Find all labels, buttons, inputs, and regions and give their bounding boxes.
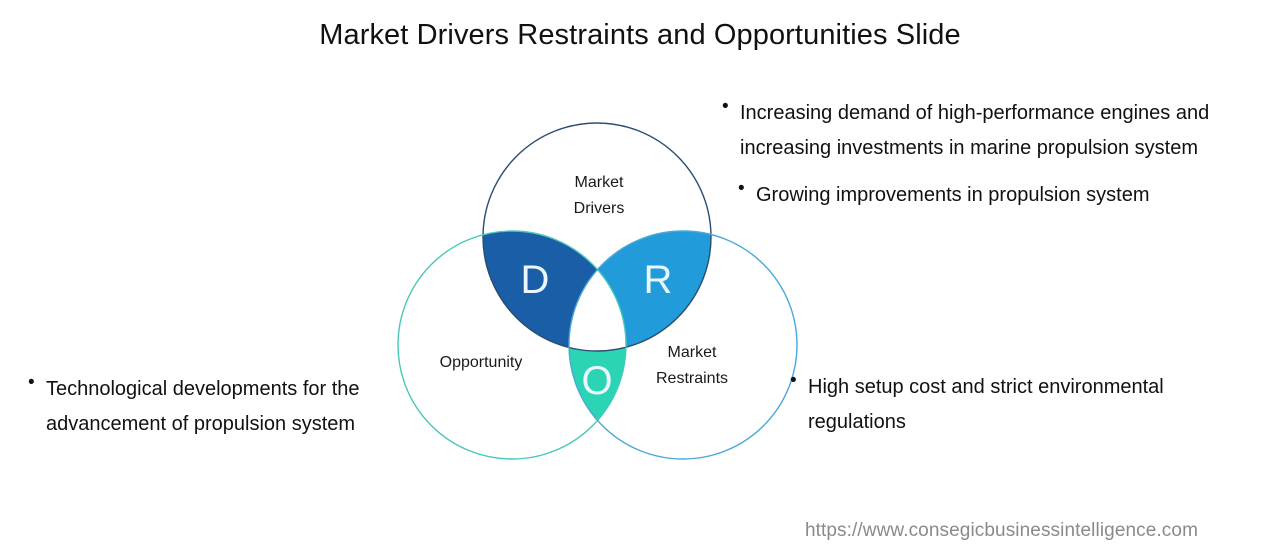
bullet-list-drivers: • Increasing demand of high-performance … (722, 96, 1252, 213)
venn-circle-market-restraints (568, 230, 798, 460)
bullet-list-opportunity: • Technological developments for the adv… (28, 372, 423, 442)
bullet-text: Growing improvements in propulsion syste… (756, 184, 1150, 206)
venn-letter-d: D (521, 258, 550, 302)
venn-letter-o: O (581, 359, 612, 403)
bullet-text: High setup cost and strict environmental… (808, 376, 1164, 433)
bullet-dot-icon: • (738, 178, 745, 199)
source-url: https://www.consegicbusinessintelligence… (804, 520, 1198, 541)
bullet-list-restraints: • High setup cost and strict environment… (790, 370, 1190, 440)
bullet-dot-icon: • (790, 370, 797, 391)
bullet-text: Technological developments for the advan… (46, 378, 360, 435)
bullet-text: Increasing demand of high-performance en… (740, 102, 1210, 159)
page-title: Market Drivers Restraints and Opportunit… (319, 19, 961, 51)
bullet-dot-icon: • (28, 372, 35, 393)
list-item: • Growing improvements in propulsion sys… (722, 178, 1252, 213)
list-item: • Technological developments for the adv… (28, 372, 423, 442)
venn-circle-market-drivers (482, 122, 712, 352)
venn-letter-r: R (644, 258, 673, 302)
venn-label-market-drivers-line2: Drivers (574, 200, 625, 217)
bullet-dot-icon: • (722, 96, 729, 117)
venn-circle-opportunity (397, 230, 627, 460)
venn-diagram: D R O Market Drivers Opportunity Market … (370, 100, 820, 480)
venn-label-market-drivers-line1: Market (575, 174, 624, 191)
list-item: • High setup cost and strict environment… (790, 370, 1190, 440)
venn-label-market-restraints-line1: Market (668, 344, 717, 361)
venn-label-opportunity: Opportunity (440, 354, 523, 371)
venn-label-market-restraints-line2: Restraints (656, 370, 728, 387)
venn-diagram-graphic: D R O Market Drivers Opportunity Market … (397, 122, 798, 460)
list-item: • Increasing demand of high-performance … (722, 96, 1252, 166)
